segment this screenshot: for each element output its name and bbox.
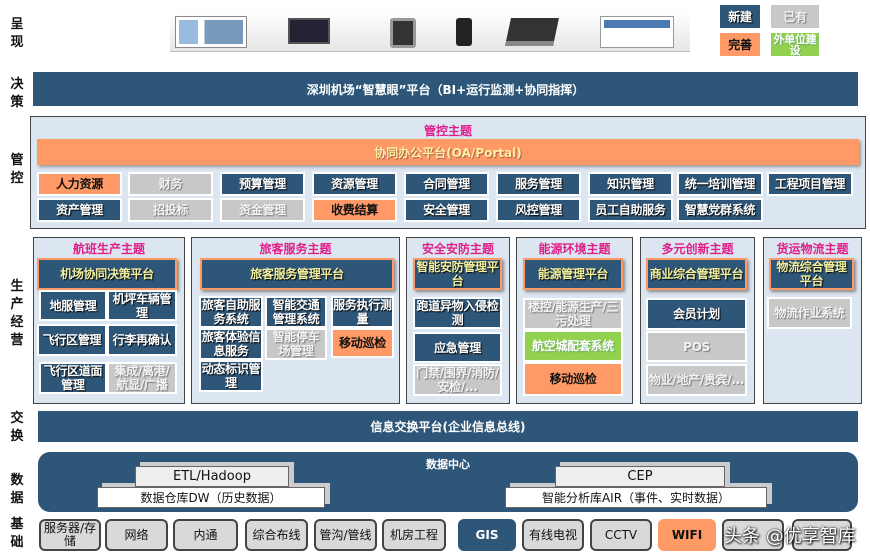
platform-box: 物流综合管理平台 (769, 258, 854, 290)
base-item: CCTV (590, 519, 652, 551)
system-item: 楼控/能源生产/三污处理 (523, 298, 623, 330)
layer-label-control: 管控 (10, 153, 24, 186)
system-item: 飞行区管理 (37, 324, 107, 356)
web-portal-icon (600, 16, 674, 48)
system-item: 移动巡检 (331, 328, 394, 358)
layer-label-production: 生产经营 (10, 279, 24, 348)
base-item: GIS (458, 519, 516, 551)
system-item: 应急管理 (413, 332, 502, 363)
system-item: 智能停车场管理 (265, 328, 327, 360)
control-item: 智慧党群系统 (677, 198, 763, 222)
base-item: 机房工程 (382, 519, 446, 551)
system-item: 动态标识管理 (199, 360, 263, 392)
cep-block: CEP (555, 466, 725, 487)
system-item: 旅客自助服务系统 (199, 296, 263, 328)
theme-title: 旅客服务主题 (259, 242, 332, 256)
control-item: 统一培训管理 (677, 172, 763, 196)
control-theme-title: 管控主题 (423, 124, 472, 138)
control-item: 招投标 (128, 198, 213, 222)
layer-label-exchange: 交换 (10, 411, 24, 444)
base-item: 有线电视 (522, 519, 584, 551)
control-item: 人力资源 (37, 172, 122, 196)
system-item: POS (646, 331, 747, 362)
control-item: 风控管理 (496, 198, 581, 222)
legend-improve: 完善 (718, 31, 762, 58)
platform-box: 商业综合管理平台 (646, 258, 747, 290)
decision-platform-bar: 深圳机场“智慧眼”平台（BI+运行监测+协同指挥） (33, 72, 858, 106)
layer-label-base: 基础 (10, 517, 24, 550)
watermark: 头条 @优享智库 (724, 526, 856, 547)
control-item: 合同管理 (404, 172, 489, 196)
tablet-icon (390, 18, 416, 48)
platform-box: 旅客服务管理平台 (200, 258, 394, 290)
datacenter-title: 数据中心 (426, 458, 470, 471)
theme-title: 货运物流主题 (776, 242, 849, 256)
system-item: 门禁/围界/消防/安检/... (413, 364, 502, 396)
theme-title: 能源环境主题 (538, 242, 611, 256)
phone-icon (456, 18, 472, 46)
layer-label-decision: 决策 (10, 77, 24, 110)
control-item: 资产管理 (37, 198, 122, 222)
control-item: 资源管理 (312, 172, 397, 196)
control-item: 财务 (128, 172, 213, 196)
control-item: 员工自助服务 (588, 198, 673, 222)
system-item: 集成/离港/航显/广播 (107, 362, 177, 394)
etl-hadoop-block: ETL/Hadoop (135, 466, 289, 487)
control-item: 服务管理 (496, 172, 581, 196)
system-item: 航空城配套系统 (523, 330, 623, 362)
legend-new: 新建 (718, 3, 762, 30)
system-item: 跑道异物入侵检测 (413, 297, 502, 329)
system-item: 地服管理 (39, 290, 107, 321)
base-item: 服务器/存储 (39, 519, 101, 551)
legend-external: 外单位建设 (769, 31, 821, 58)
system-item: 旅客体验信息服务 (199, 328, 263, 360)
base-item (722, 519, 784, 551)
platform-box: 机场协同决策平台 (37, 258, 177, 290)
system-item: 飞行区道面管理 (39, 362, 107, 394)
system-item: 物流作业系统 (767, 297, 852, 329)
laptop-icon (505, 18, 559, 46)
system-item: 物业/地产/贵宾/... (646, 364, 747, 396)
system-item: 行李再确认 (107, 324, 177, 356)
platform-box: 能源管理平台 (523, 258, 623, 290)
desktop-pc-icon (288, 18, 330, 44)
legend-existing: 已有 (769, 3, 821, 30)
base-item: 网络 (105, 519, 168, 551)
system-item: 会员计划 (646, 298, 747, 330)
analysis-db-block: 智能分析库AIR（事件、实时数据） (505, 487, 767, 508)
base-item: 内通 (173, 519, 238, 551)
dashboard-screen-icon (175, 16, 247, 48)
device-strip (170, 12, 690, 52)
theme-title: 安全安防主题 (421, 242, 494, 256)
data-warehouse-block: 数据仓库DW（历史数据） (97, 487, 325, 508)
base-item: 综合布线 (245, 519, 308, 551)
system-item: 机坪车辆管理 (107, 290, 177, 321)
theme-title: 多元创新主题 (661, 242, 734, 256)
exchange-bus-bar: 信息交换平台(企业信息总线) (38, 411, 858, 442)
system-item: 智能交通管理系统 (265, 296, 327, 328)
base-item: 管沟/管线 (314, 519, 377, 551)
control-item: 预算管理 (220, 172, 305, 196)
base-item: WIFI (658, 519, 716, 551)
control-item: 知识管理 (588, 172, 673, 196)
layer-label-present: 呈现 (10, 17, 24, 50)
control-item: 收费结算 (312, 198, 397, 222)
system-item: 服务执行测量 (331, 296, 394, 328)
platform-box: 智能安防管理平台 (413, 258, 502, 290)
layer-label-data: 数据 (10, 473, 24, 506)
control-item: 安全管理 (404, 198, 489, 222)
theme-title: 航班生产主题 (72, 242, 145, 256)
control-item: 资金管理 (220, 198, 305, 222)
control-item: 工程项目管理 (767, 172, 853, 196)
oa-portal-platform-bar: 协同办公平台(OA/Portal) (37, 139, 859, 165)
system-item: 移动巡检 (523, 362, 623, 396)
base-item (792, 519, 852, 551)
